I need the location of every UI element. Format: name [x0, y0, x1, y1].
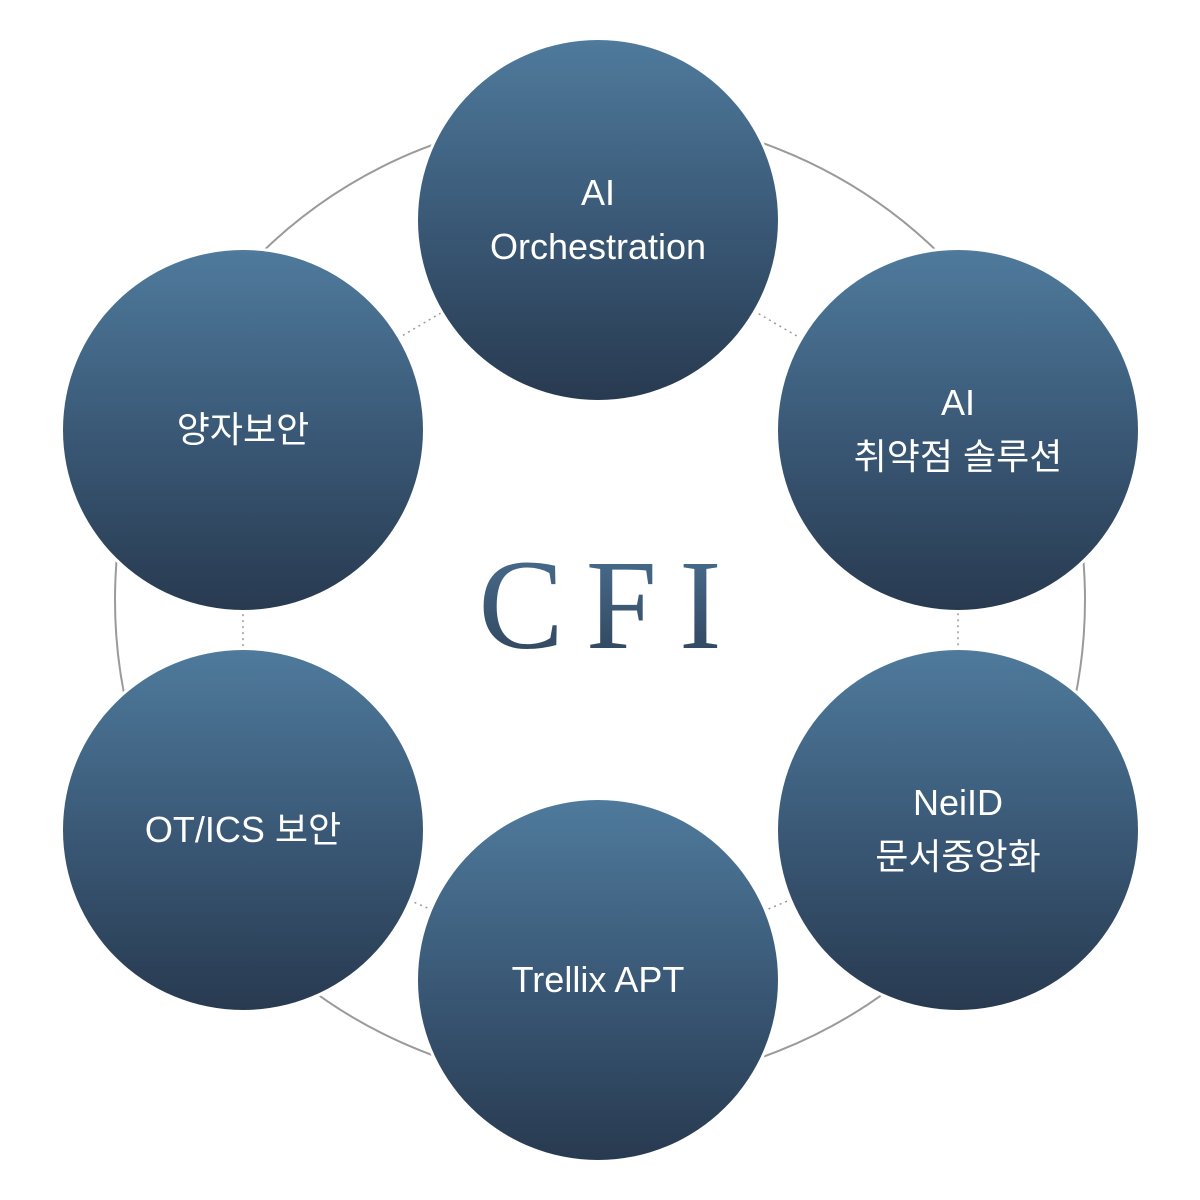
node-label-line1: 양자보안	[176, 409, 310, 450]
node-label-line1: NeiID	[912, 782, 1004, 823]
node-neiid-document-centralization: NeiID 문서중앙화	[778, 650, 1138, 1010]
node-label-line2: 취약점 솔루션	[853, 436, 1063, 477]
node-label-line1: OT/ICS 보안	[144, 809, 342, 850]
node-label-line2: 문서중앙화	[875, 836, 1041, 877]
node-label-line2: Orchestration	[489, 226, 707, 267]
node-trellix-apt: Trellix APT	[418, 800, 778, 1160]
node-ot-ics-security: OT/ICS 보안	[63, 650, 423, 1010]
node-label-line1: Trellix APT	[511, 959, 685, 1000]
center-title: CFI	[350, 530, 850, 680]
node-label-line1: AI	[940, 382, 975, 423]
node-ai-orchestration: AI Orchestration	[418, 40, 778, 400]
node-label-line1: AI	[580, 172, 615, 213]
node-quantum-security: 양자보안	[63, 250, 423, 610]
node-ai-vulnerability-solution: AI 취약점 솔루션	[778, 250, 1138, 610]
